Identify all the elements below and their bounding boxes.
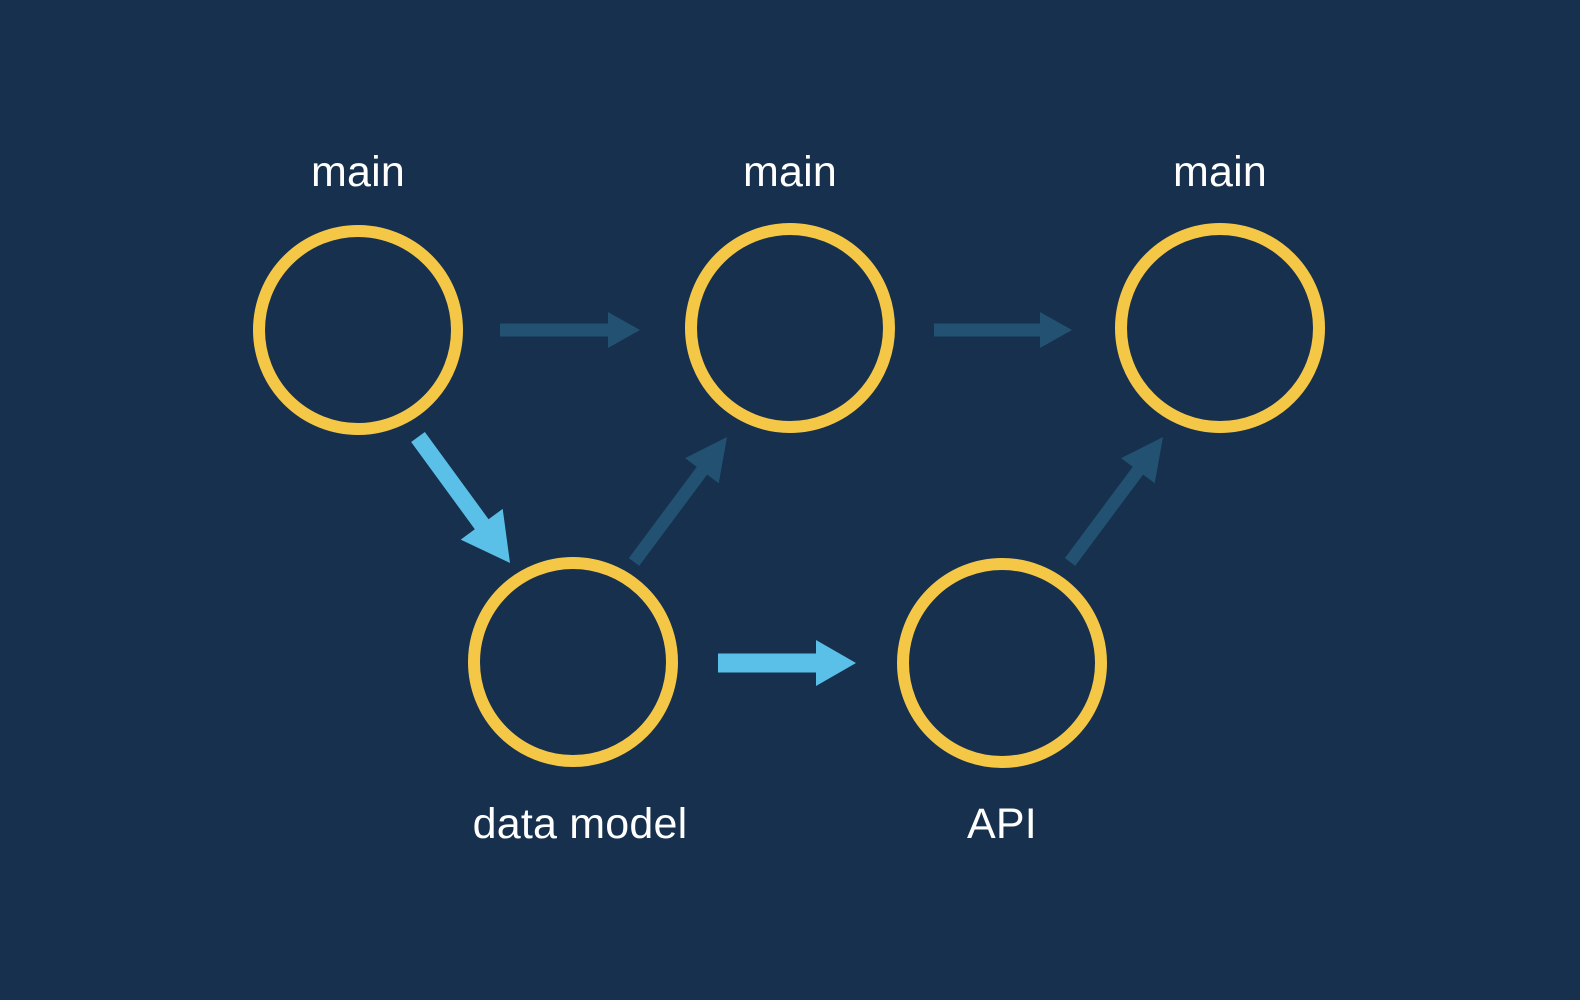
edge-arrow-datamodel-main2 xyxy=(628,437,727,566)
commit-node-data-model[interactable] xyxy=(468,557,678,767)
commits-layer xyxy=(253,223,1325,768)
labels-layer: main main main data model API xyxy=(311,148,1267,848)
label-api: API xyxy=(967,800,1037,848)
label-main-2: main xyxy=(743,148,837,196)
commit-node-main-3[interactable] xyxy=(1115,223,1325,433)
edge-arrow-datamodel-api xyxy=(718,640,856,686)
edge-arrow-main2-main3 xyxy=(934,312,1072,348)
edge-arrow-main1-datamodel xyxy=(411,431,510,563)
commit-node-api[interactable] xyxy=(897,558,1107,768)
label-data-model: data model xyxy=(473,800,688,848)
commit-node-main-1[interactable] xyxy=(253,225,463,435)
commit-node-main-2[interactable] xyxy=(685,223,895,433)
edge-arrow-main1-main2 xyxy=(500,312,640,348)
label-main-3: main xyxy=(1173,148,1267,196)
edges-layer xyxy=(411,312,1163,686)
edge-arrow-api-main3 xyxy=(1064,437,1163,566)
label-main-1: main xyxy=(311,148,405,196)
